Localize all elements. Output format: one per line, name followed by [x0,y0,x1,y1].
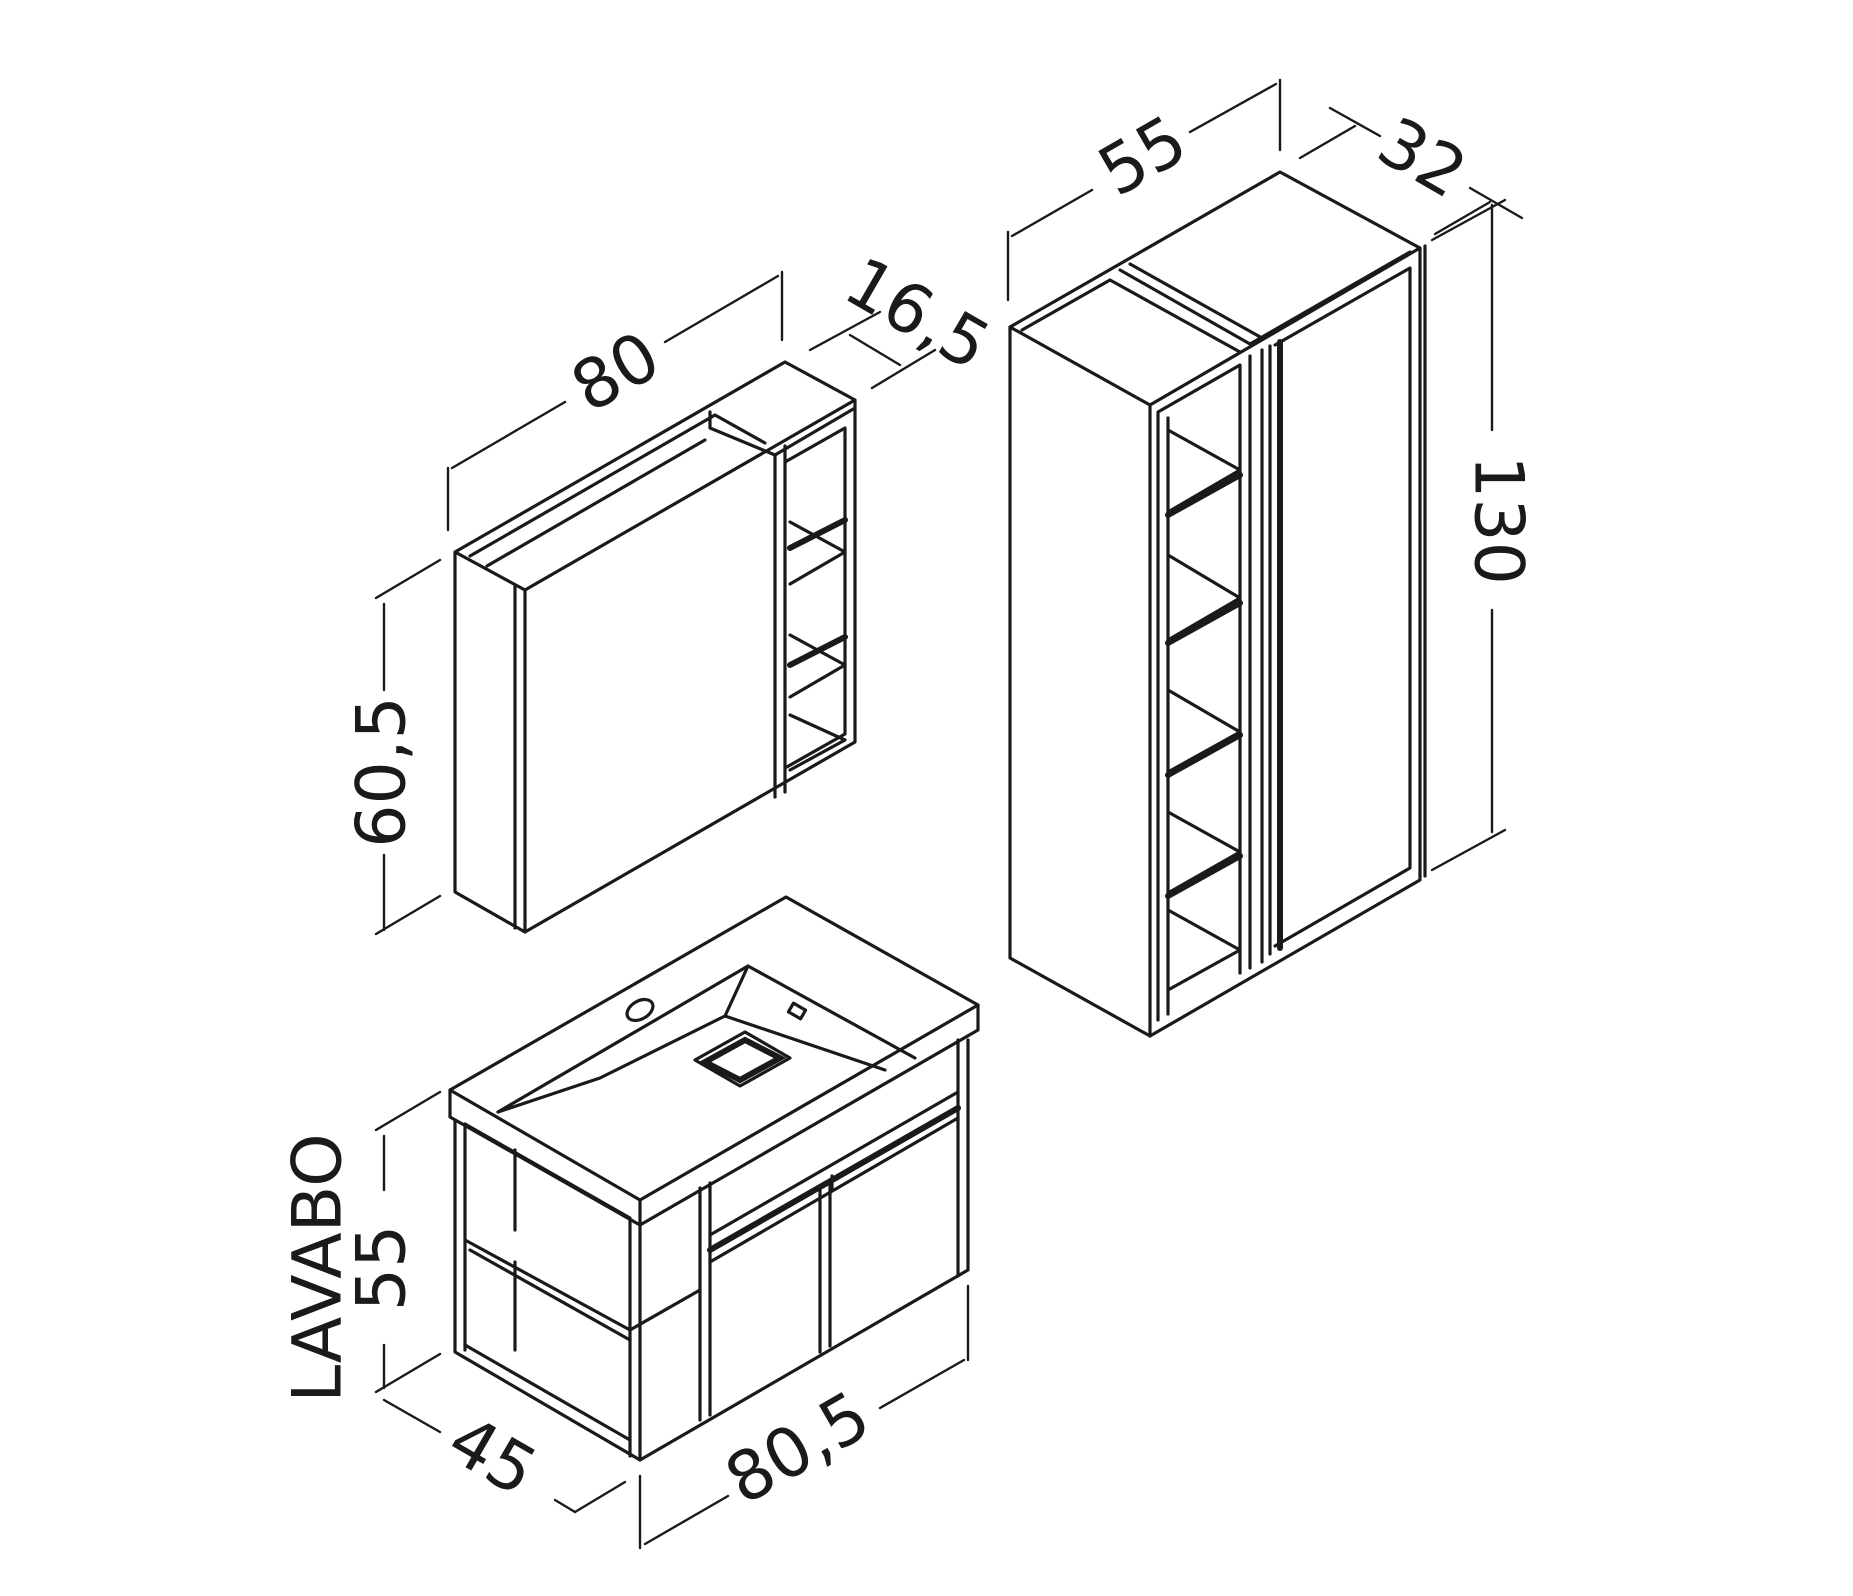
overflow-hole [786,1001,808,1021]
tall-cabinet-outline [1008,170,1422,1038]
vanity-unit: 55 LAVABO 45 80,5 [279,895,980,1550]
basin-drain [693,1030,792,1088]
mirror-depth-dimension: 16,5 [808,243,1003,390]
tall-height-label: 130 [1458,455,1537,585]
vanity-countertop [448,895,980,1227]
mirror-depth-label: 16,5 [832,243,1003,387]
tall-width-dimension: 55 [1006,78,1282,302]
tall-depth-label: 32 [1365,103,1479,215]
tall-depth-dimension: 32 [1298,103,1524,236]
vanity-lavabo-label: LAVABO [279,1133,358,1402]
tall-cabinet: 55 32 130 [1006,78,1537,1038]
mirror-cabinet-outline [453,360,857,934]
vanity-height-dimension: 55 LAVABO [279,1090,442,1403]
tall-height-dimension: 130 [1430,198,1537,872]
mirror-width-label: 80 [559,317,673,429]
mirror-cabinet: 80 16,5 60,5 [343,243,1003,936]
mirror-height-label: 60,5 [343,696,422,847]
tap-hole [625,997,655,1023]
vanity-width-label: 80,5 [713,1377,884,1521]
vanity-basin [496,964,917,1114]
vanity-height-label: 55 [343,1225,422,1312]
vanity-width-dimension: 80,5 [638,1284,970,1550]
tall-width-label: 55 [1086,101,1200,213]
vanity-depth-label: 45 [435,1401,549,1513]
mirror-height-dimension: 60,5 [343,558,442,936]
